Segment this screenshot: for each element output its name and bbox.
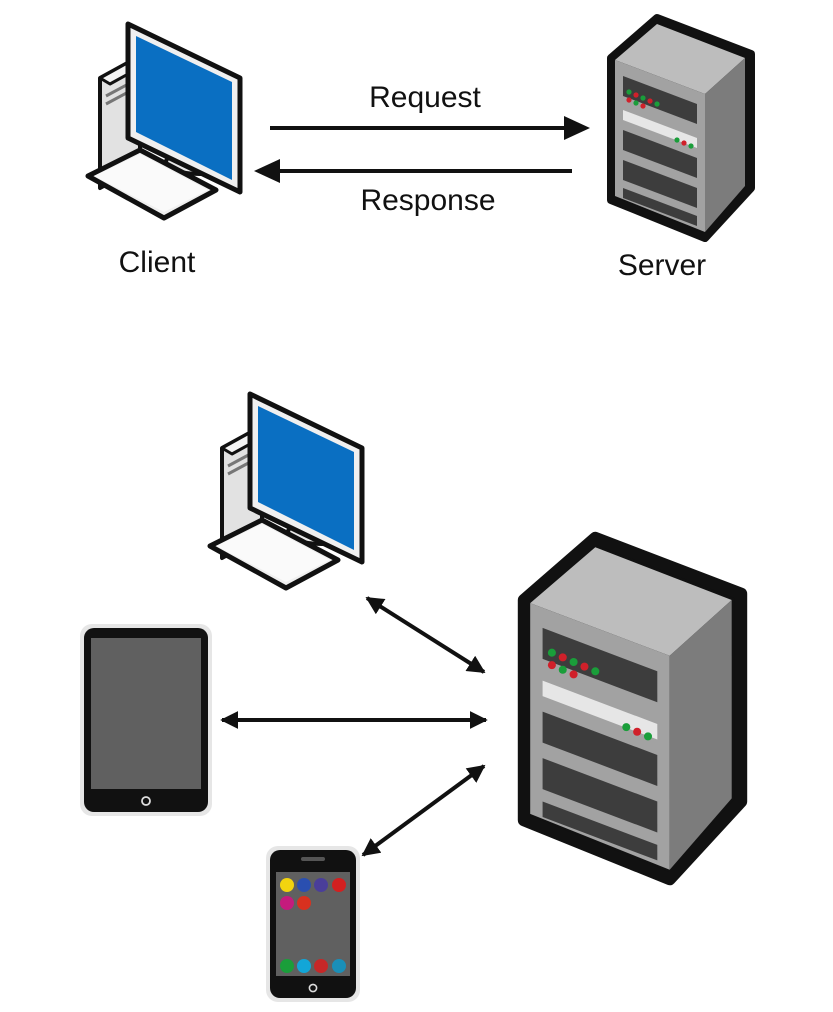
app-icon — [297, 959, 311, 973]
app-icon — [332, 959, 346, 973]
server-label: Server — [618, 249, 706, 282]
server-icon — [611, 18, 751, 238]
smartphone-icon — [266, 846, 360, 1002]
request-label: Request — [369, 81, 481, 114]
app-icon — [280, 896, 294, 910]
app-icon — [280, 959, 294, 973]
app-icon — [332, 878, 346, 892]
app-icon — [280, 878, 294, 892]
large-server-icon — [524, 538, 741, 879]
client-computer-icon — [88, 24, 240, 218]
app-icon — [297, 896, 311, 910]
app-icon — [314, 959, 328, 973]
request-arrow — [270, 116, 590, 140]
client-label: Client — [119, 246, 196, 279]
phone-app-icons — [280, 878, 346, 973]
desktop-computer-icon — [210, 394, 362, 588]
app-icon — [314, 878, 328, 892]
app-icon — [297, 878, 311, 892]
phone-server-arrow — [361, 764, 486, 857]
response-arrow — [254, 159, 572, 183]
tablet-icon — [80, 624, 212, 816]
desktop-server-arrow — [365, 596, 486, 674]
response-label: Response — [360, 184, 495, 217]
